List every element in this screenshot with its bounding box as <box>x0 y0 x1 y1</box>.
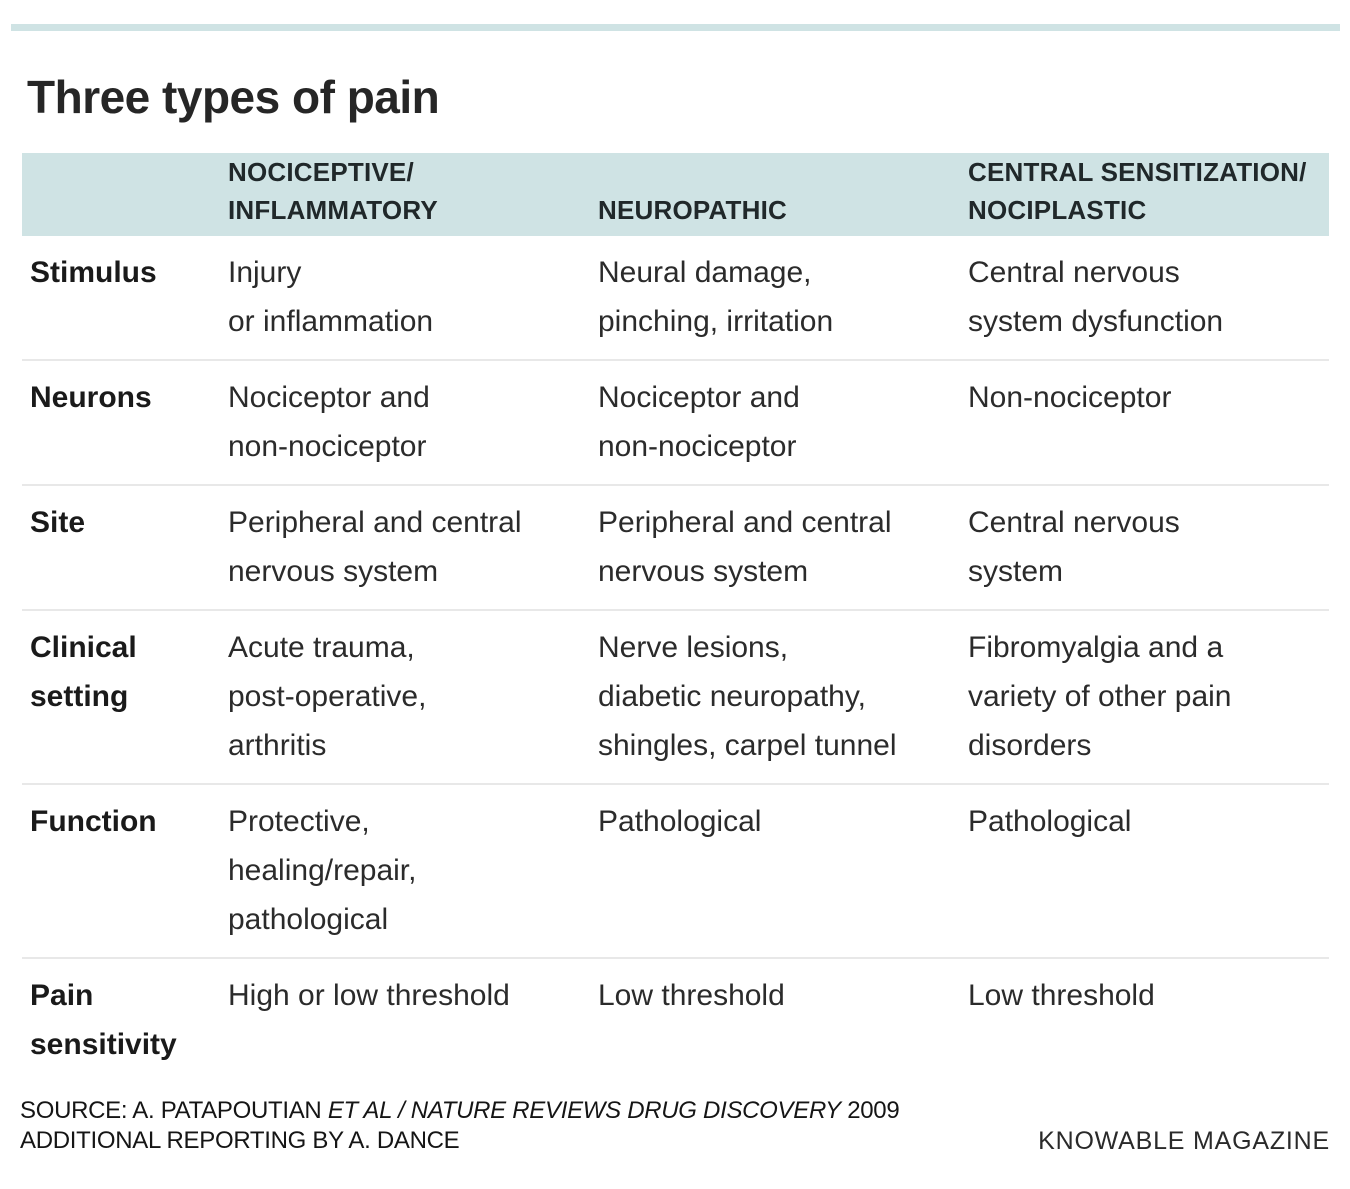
footer: SOURCE: A. PATAPOUTIAN ET AL / NATURE RE… <box>20 1096 1330 1156</box>
table-row-site: Site Peripheral and central nervous syst… <box>22 484 1329 609</box>
cell-sensitivity-neuropathic: Low threshold <box>598 979 785 1012</box>
cell-clinical-nociplastic: Fibromyalgia and a variety of other pain… <box>968 631 1232 762</box>
cell-site-nociplastic: Central nervous system <box>968 506 1180 588</box>
row-label-function: Function <box>30 805 157 838</box>
header-cell-empty <box>22 229 228 240</box>
source-line: SOURCE: A. PATAPOUTIAN ET AL / NATURE RE… <box>20 1096 900 1126</box>
cell-site-nociceptive: Peripheral and central nervous system <box>228 506 522 588</box>
row-label-neurons: Neurons <box>30 381 152 414</box>
row-label-site: Site <box>30 506 86 539</box>
table-header-row: NOCICEPTIVE/ INFLAMMATORY NEUROPATHIC CE… <box>22 153 1329 236</box>
header-cell-nociplastic: CENTRAL SENSITIZATION/ NOCIPLASTIC <box>968 157 1307 225</box>
cell-function-nociplastic: Pathological <box>968 805 1132 838</box>
cell-site-neuropathic: Peripheral and central nervous system <box>598 506 892 588</box>
header-cell-nociceptive: NOCICEPTIVE/ INFLAMMATORY <box>228 157 438 225</box>
row-label-clinical-setting: Clinical setting <box>30 631 137 713</box>
pain-types-table: NOCICEPTIVE/ INFLAMMATORY NEUROPATHIC CE… <box>22 153 1329 1082</box>
cell-clinical-neuropathic: Nerve lesions, diabetic neuropathy, shin… <box>598 631 897 762</box>
cell-stimulus-nociceptive: Injury or inflammation <box>228 256 434 338</box>
row-label-stimulus: Stimulus <box>30 256 157 289</box>
source-block: SOURCE: A. PATAPOUTIAN ET AL / NATURE RE… <box>20 1096 900 1156</box>
page-title: Three types of pain <box>27 71 440 123</box>
cell-neurons-nociplastic: Non-nociceptor <box>968 381 1172 414</box>
table-row-function: Function Protective, healing/repair, pat… <box>22 783 1329 957</box>
cell-function-neuropathic: Pathological <box>598 805 762 838</box>
source-prefix: SOURCE: A. PATAPOUTIAN <box>20 1097 328 1124</box>
table-row-pain-sensitivity: Pain sensitivity High or low threshold L… <box>22 957 1329 1082</box>
cell-sensitivity-nociceptive: High or low threshold <box>228 979 510 1012</box>
top-accent-bar <box>11 24 1340 31</box>
header-cell-neuropathic: NEUROPATHIC <box>598 195 788 225</box>
table-row-neurons: Neurons Nociceptor and non-nociceptor No… <box>22 359 1329 484</box>
table-row-stimulus: Stimulus Injury or inflammation Neural d… <box>22 236 1329 359</box>
additional-reporting-line: ADDITIONAL REPORTING BY A. DANCE <box>20 1127 460 1154</box>
cell-sensitivity-nociplastic: Low threshold <box>968 979 1155 1012</box>
table-row-clinical-setting: Clinical setting Acute trauma, post-oper… <box>22 609 1329 783</box>
source-year: 2009 <box>840 1097 900 1124</box>
row-label-pain-sensitivity: Pain sensitivity <box>30 979 177 1061</box>
cell-stimulus-neuropathic: Neural damage, pinching, irritation <box>598 256 834 338</box>
cell-function-nociceptive: Protective, healing/repair, pathological <box>228 805 417 936</box>
cell-stimulus-nociplastic: Central nervous system dysfunction <box>968 256 1224 338</box>
cell-neurons-nociceptive: Nociceptor and non-nociceptor <box>228 381 430 463</box>
cell-neurons-neuropathic: Nociceptor and non-nociceptor <box>598 381 800 463</box>
magazine-credit: KNOWABLE MAGAZINE <box>1038 1127 1330 1155</box>
source-publication: ET AL / NATURE REVIEWS DRUG DISCOVERY <box>327 1097 841 1124</box>
cell-clinical-nociceptive: Acute trauma, post-operative, arthritis <box>228 631 427 762</box>
